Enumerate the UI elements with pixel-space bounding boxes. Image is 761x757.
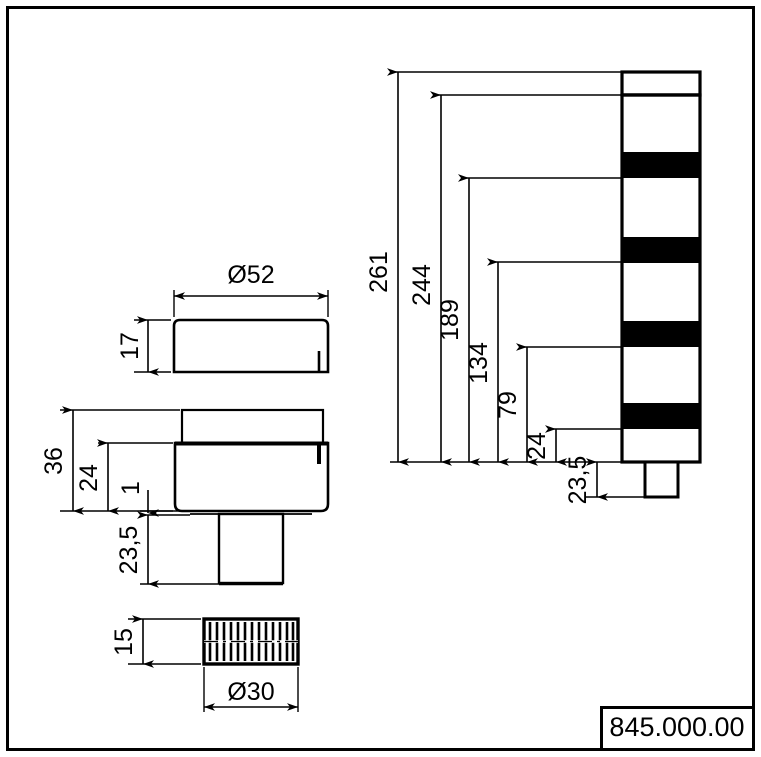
dim-label-1: 1 bbox=[117, 481, 145, 495]
dim-label-261: 261 bbox=[365, 251, 393, 293]
drawing-frame bbox=[6, 6, 755, 751]
dim-tower-189: 189 bbox=[436, 174, 622, 466]
dim-base-body-height: 24 bbox=[75, 439, 173, 515]
dim-tower-261: 261 bbox=[365, 68, 622, 466]
signal-tower-assembly-view: 261 244 189 134 bbox=[365, 68, 702, 505]
dim-base-flange-height: 1 bbox=[117, 481, 190, 517]
dim-cap-height: 17 bbox=[116, 316, 171, 376]
dim-thread-length: 15 bbox=[110, 615, 201, 668]
tower-band-4 bbox=[623, 403, 699, 429]
part-number-text: 845.000.00 bbox=[609, 712, 744, 742]
dim-label-23-5: 23,5 bbox=[115, 526, 143, 575]
dim-label-tower-23-5: 23,5 bbox=[564, 456, 592, 505]
dim-label-24: 24 bbox=[75, 464, 103, 492]
dim-thread-diameter: Ø30 bbox=[203, 667, 299, 712]
dim-tower-stem-23-5: 23,5 bbox=[564, 456, 645, 505]
tower-mounting-stem bbox=[643, 460, 680, 499]
dim-label-134: 134 bbox=[465, 342, 493, 384]
dim-label-thread-diameter: Ø30 bbox=[227, 678, 274, 706]
dim-label-24: 24 bbox=[523, 432, 551, 460]
title-block-box bbox=[600, 706, 755, 751]
dim-tower-24: 24 bbox=[523, 425, 622, 466]
dim-cap-diameter: Ø52 bbox=[173, 261, 329, 317]
tower-band-2 bbox=[623, 237, 699, 263]
base-main-body bbox=[173, 441, 330, 513]
dim-label-244: 244 bbox=[408, 264, 436, 306]
cap-body-outline bbox=[172, 318, 330, 374]
dim-label-cap-height: 17 bbox=[116, 332, 144, 360]
cap-side-view: Ø52 17 bbox=[116, 261, 330, 376]
base-upper-box bbox=[180, 408, 325, 445]
base-side-view: 36 24 1 23,5 bbox=[40, 406, 330, 588]
dim-tower-244: 244 bbox=[408, 91, 622, 466]
dim-label-15: 15 bbox=[110, 628, 138, 656]
tower-band-1 bbox=[623, 152, 699, 178]
tower-segment-cap bbox=[620, 70, 702, 97]
tower-band-3 bbox=[623, 321, 699, 347]
dim-label-189: 189 bbox=[436, 299, 464, 341]
dim-tower-134: 134 bbox=[465, 258, 622, 466]
base-stem bbox=[217, 512, 285, 585]
dim-base-total-height: 36 bbox=[40, 406, 180, 515]
dim-label-79: 79 bbox=[494, 391, 522, 419]
thread-bottom-view: 15 Ø30 bbox=[110, 615, 300, 712]
dim-tower-79: 79 bbox=[494, 343, 622, 466]
dim-base-stem-length: 23,5 bbox=[115, 511, 219, 588]
dim-label-36: 36 bbox=[40, 447, 68, 475]
dim-label-cap-diameter: Ø52 bbox=[227, 261, 274, 289]
title-block: 845.000.00 bbox=[600, 706, 755, 751]
